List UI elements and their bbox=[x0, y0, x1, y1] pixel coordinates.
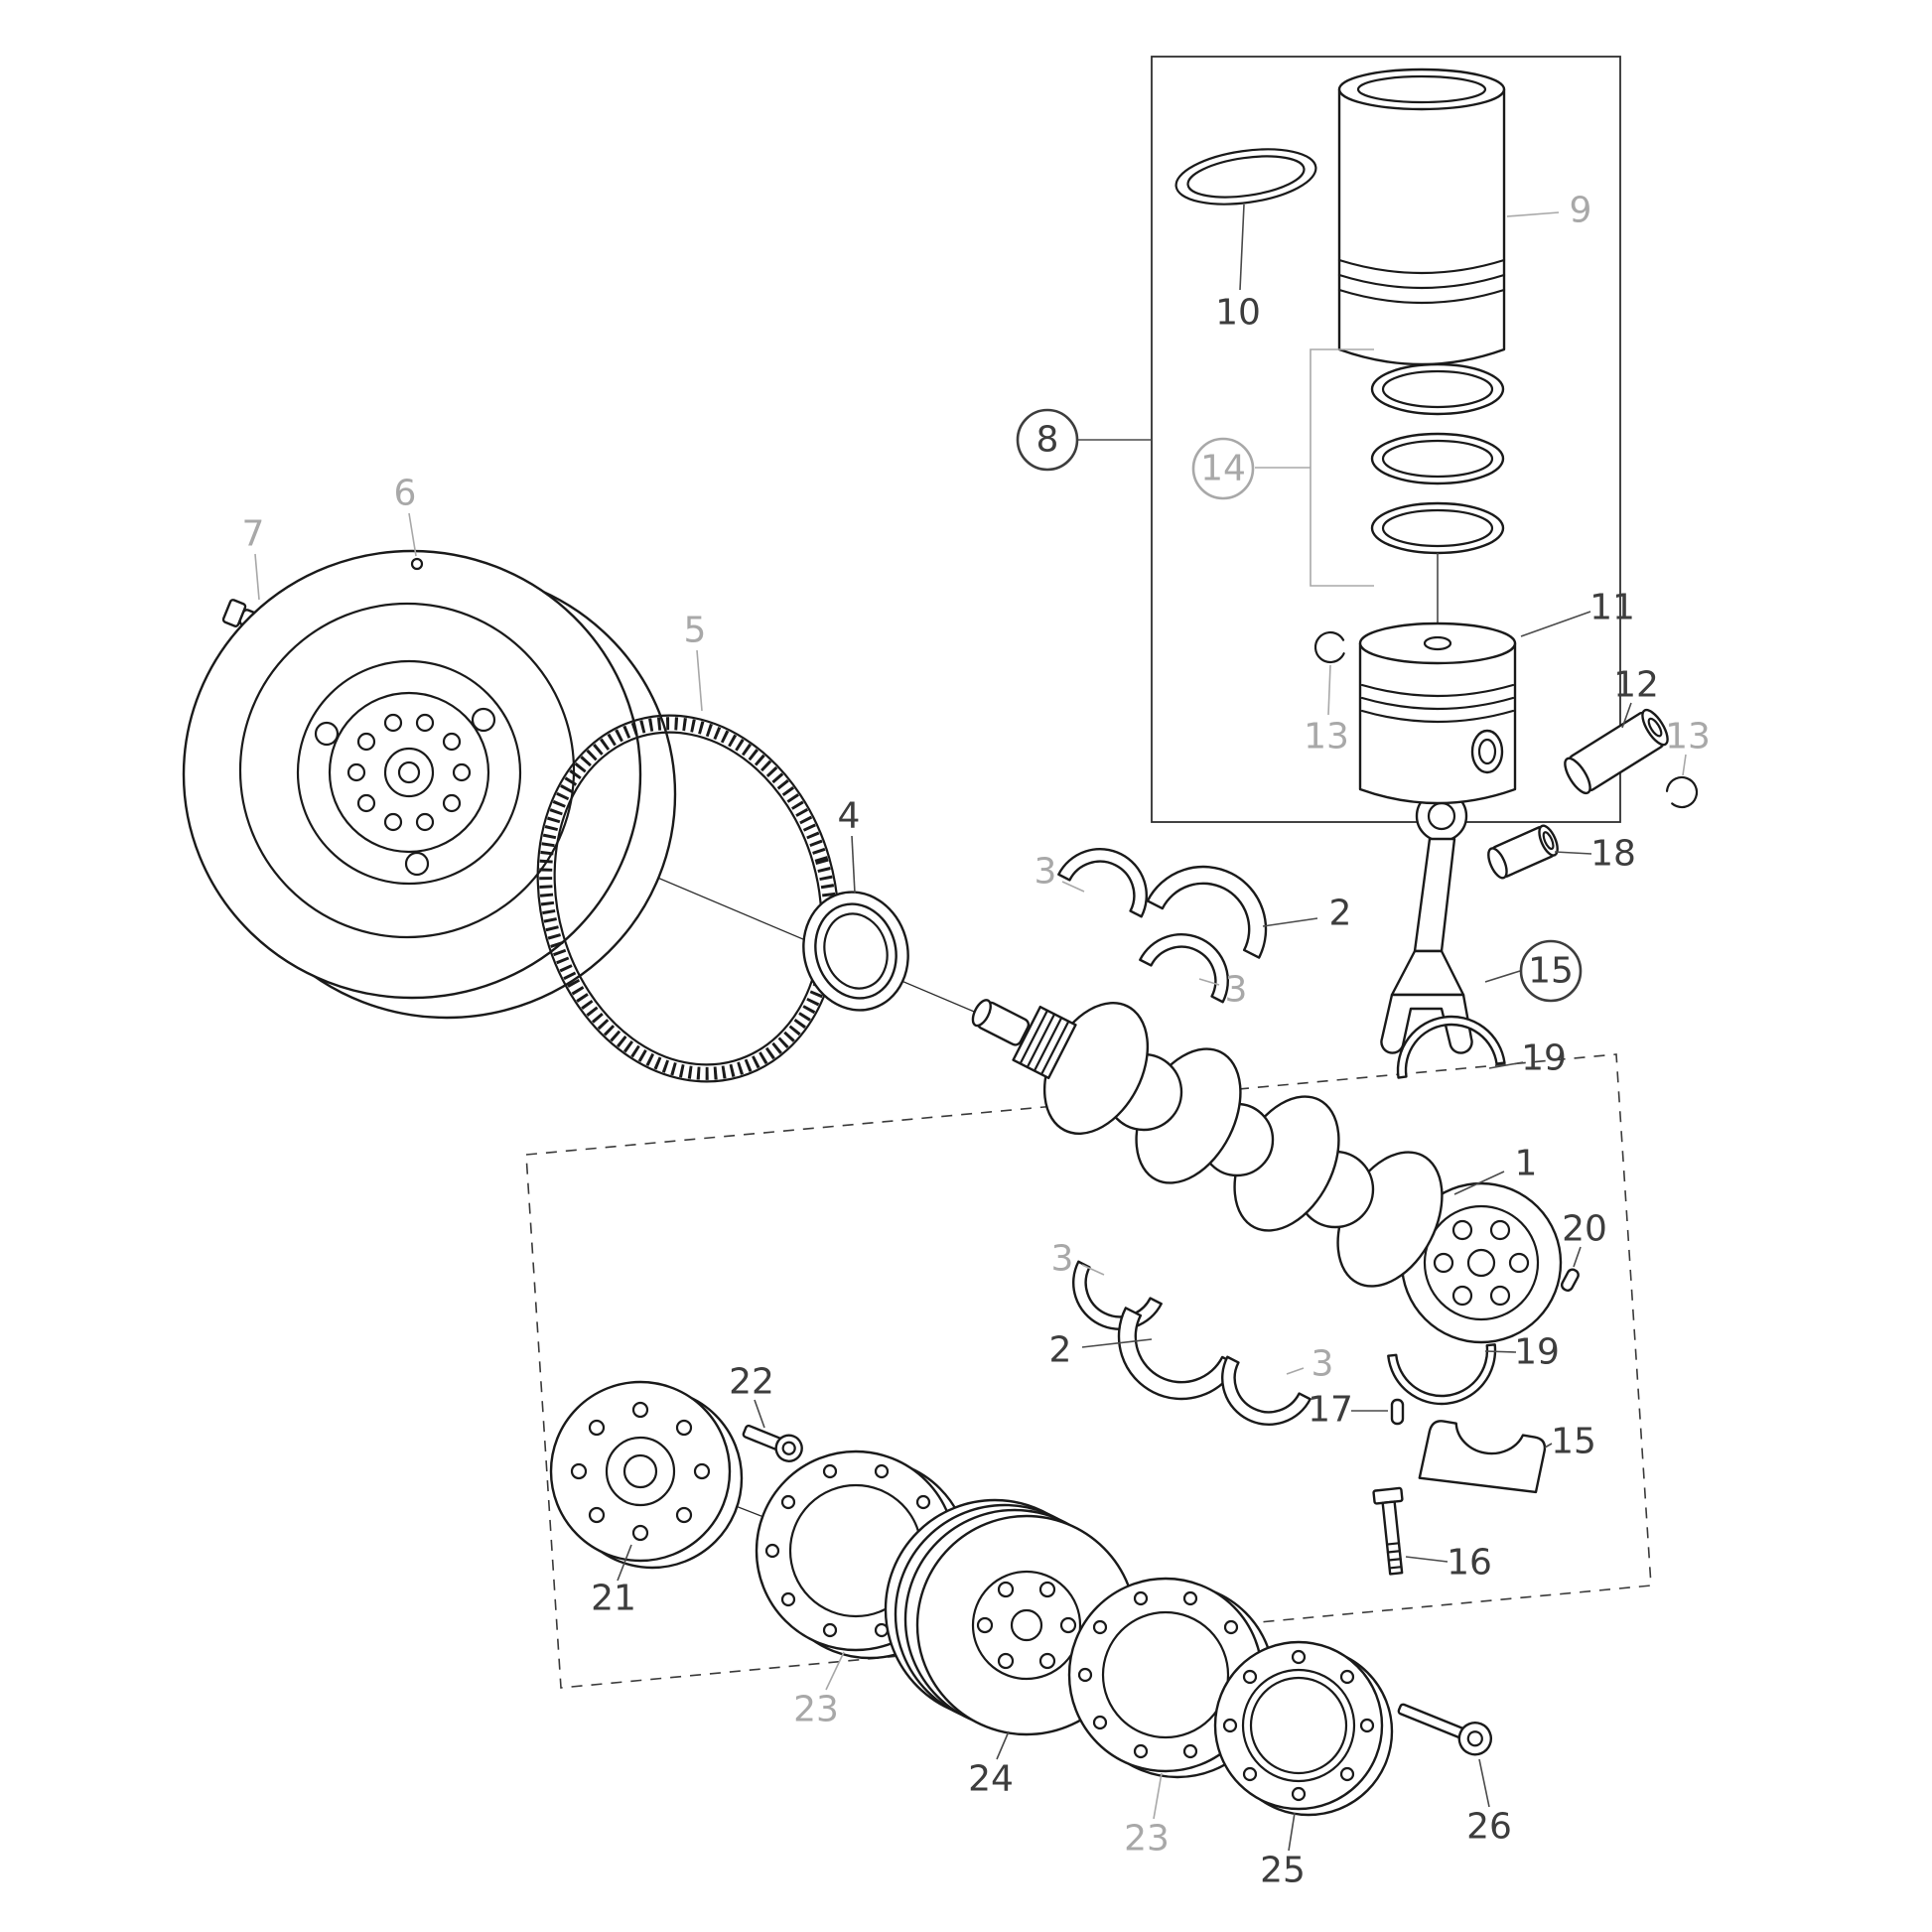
piston-group-bracket bbox=[1151, 56, 1621, 823]
callout-7[interactable]: 7 bbox=[242, 514, 265, 555]
cylinder-liner bbox=[1337, 68, 1506, 366]
callout-25[interactable]: 25 bbox=[1260, 1851, 1306, 1891]
callout-17[interactable]: 17 bbox=[1308, 1390, 1353, 1431]
svg-text:14: 14 bbox=[1200, 449, 1246, 489]
piston-pin bbox=[1564, 708, 1669, 795]
callout-3-d[interactable]: 3 bbox=[1311, 1344, 1334, 1385]
callout-4[interactable]: 4 bbox=[838, 796, 861, 837]
bearing-shell-lower-small-2 bbox=[1205, 1355, 1311, 1442]
callout-21[interactable]: 21 bbox=[591, 1579, 636, 1619]
callout-23-front[interactable]: 23 bbox=[793, 1690, 839, 1730]
crankshaft-seal bbox=[802, 891, 909, 1012]
piston bbox=[1358, 621, 1517, 805]
callout-11[interactable]: 11 bbox=[1589, 588, 1635, 628]
callout-13-left[interactable]: 13 bbox=[1304, 717, 1349, 758]
callout-19-upper[interactable]: 19 bbox=[1521, 1038, 1567, 1079]
main-bearing-cap bbox=[1418, 1420, 1547, 1494]
callout-20[interactable]: 20 bbox=[1562, 1209, 1607, 1250]
callout-16[interactable]: 16 bbox=[1447, 1543, 1492, 1584]
callout-3-c[interactable]: 3 bbox=[1051, 1239, 1074, 1280]
circlip-right bbox=[1665, 775, 1699, 809]
callout-13-right[interactable]: 13 bbox=[1665, 717, 1711, 758]
callout-3-b[interactable]: 3 bbox=[1225, 970, 1248, 1011]
connecting-rod bbox=[1380, 789, 1473, 1054]
piston-ring-set bbox=[1370, 362, 1505, 635]
callout-6[interactable]: 6 bbox=[394, 474, 417, 514]
callout-26[interactable]: 26 bbox=[1466, 1807, 1512, 1848]
callout-24[interactable]: 24 bbox=[968, 1759, 1014, 1800]
circlip-left bbox=[1313, 630, 1347, 664]
callout-22[interactable]: 22 bbox=[729, 1362, 774, 1403]
flywheel bbox=[182, 549, 677, 1020]
ring-gear bbox=[536, 714, 840, 1083]
small-end-bushing bbox=[1487, 824, 1559, 880]
leader-lines bbox=[254, 204, 1687, 1852]
callout-23-rear[interactable]: 23 bbox=[1124, 1819, 1170, 1860]
liner-seal-ring bbox=[1174, 148, 1317, 206]
callout-12[interactable]: 12 bbox=[1613, 665, 1659, 706]
callout-8-circled[interactable]: 8 bbox=[1016, 408, 1079, 472]
pulley-hub-flange bbox=[549, 1380, 744, 1570]
callout-15-circled[interactable]: 15 bbox=[1519, 939, 1583, 1003]
callout-14-circled[interactable]: 14 bbox=[1191, 437, 1255, 500]
callouts-layer: 1 2 2 3 3 3 3 4 5 6 7 8 9 10 11 12 13 13… bbox=[242, 191, 1711, 1891]
pulley-bolt bbox=[1397, 1703, 1493, 1756]
thrust-washer-lower bbox=[1387, 1343, 1502, 1411]
callout-9[interactable]: 9 bbox=[1570, 191, 1592, 231]
callout-19-lower[interactable]: 19 bbox=[1514, 1332, 1560, 1373]
bearing-cap-bolt bbox=[1372, 1486, 1404, 1576]
callout-5[interactable]: 5 bbox=[684, 611, 707, 651]
group-outline-dashed bbox=[525, 1053, 1652, 1689]
callout-10[interactable]: 10 bbox=[1215, 293, 1261, 334]
crankshaft bbox=[971, 999, 1563, 1344]
callout-2-upper[interactable]: 2 bbox=[1329, 894, 1352, 934]
callout-18[interactable]: 18 bbox=[1590, 834, 1636, 875]
svg-text:15: 15 bbox=[1528, 951, 1574, 992]
woodruff-key bbox=[1560, 1268, 1580, 1292]
callout-2-lower[interactable]: 2 bbox=[1049, 1330, 1072, 1371]
callout-15-cap[interactable]: 15 bbox=[1551, 1422, 1596, 1462]
dowel-pin bbox=[1390, 1398, 1405, 1426]
bearing-shell-upper-small-1 bbox=[1057, 832, 1164, 918]
rear-flange bbox=[1213, 1640, 1394, 1817]
callout-3-a[interactable]: 3 bbox=[1035, 852, 1057, 893]
svg-text:8: 8 bbox=[1036, 420, 1059, 461]
hub-bolt bbox=[742, 1424, 803, 1462]
callout-1[interactable]: 1 bbox=[1515, 1144, 1538, 1184]
